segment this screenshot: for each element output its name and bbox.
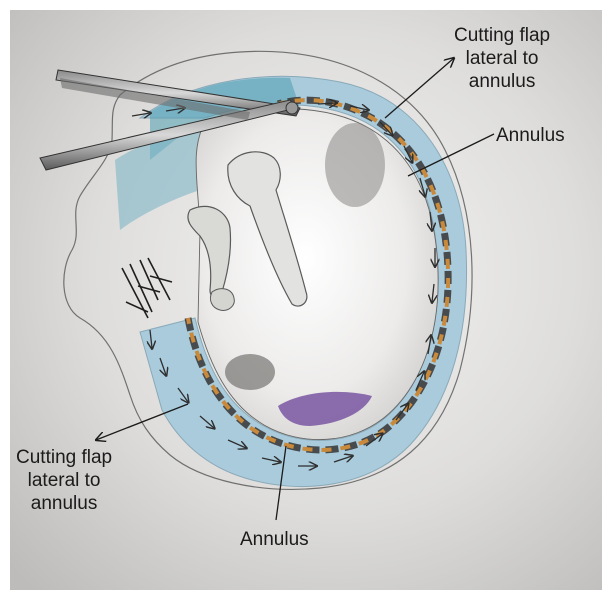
label-line: lateral to [454, 47, 550, 70]
cavity-shadow [325, 123, 385, 207]
stapes [210, 289, 234, 311]
middle-ear-cavity [196, 109, 438, 440]
label-annulus-bottom: Annulus [240, 528, 309, 551]
label-line: annulus [454, 70, 550, 93]
label-line: lateral to [16, 469, 112, 492]
label-annulus-right: Annulus [496, 124, 565, 147]
label-line: Cutting flap [16, 446, 112, 469]
label-cutting-flap-left: Cutting flap lateral to annulus [16, 446, 112, 515]
label-line: annulus [16, 492, 112, 515]
round-window-niche [225, 354, 275, 390]
label-line: Cutting flap [454, 24, 550, 47]
label-cutting-flap-top: Cutting flap lateral to annulus [454, 24, 550, 93]
label-line: Annulus [496, 124, 565, 147]
label-line: Annulus [240, 528, 309, 551]
